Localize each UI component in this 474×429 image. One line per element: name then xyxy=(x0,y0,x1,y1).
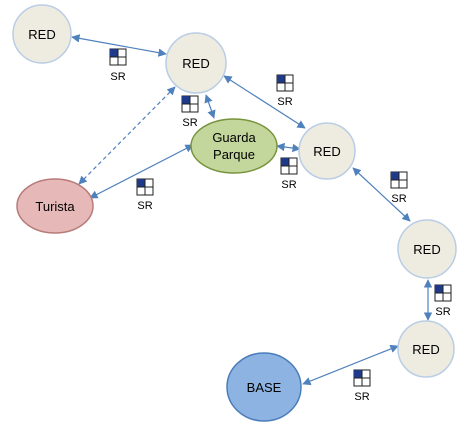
guarda-parque-label-line2: Parque xyxy=(213,147,255,162)
red-node-3[interactable]: RED xyxy=(298,122,356,180)
red-node-4[interactable]: RED xyxy=(397,219,457,279)
sr-icon-7: SR xyxy=(434,284,452,318)
edge-turista-guarda xyxy=(89,144,194,199)
red-node-5-label: RED xyxy=(412,342,439,357)
edge-red2-red3 xyxy=(223,75,306,129)
red-node-2-shape xyxy=(165,32,227,94)
base-label: BASE xyxy=(247,380,282,395)
edge-red2-guarda xyxy=(204,94,216,119)
red-node-2[interactable]: RED xyxy=(165,32,227,94)
sr-label-4: SR xyxy=(281,179,296,191)
edges xyxy=(71,34,433,386)
turista-label: Turista xyxy=(35,199,75,214)
turista-node[interactable]: Turista xyxy=(16,178,94,234)
red-node-1-shape xyxy=(12,4,72,64)
sr-label-5: SR xyxy=(137,200,152,212)
sr-label-3: SR xyxy=(182,117,197,129)
guarda-parque-shape xyxy=(190,118,278,174)
guarda-parque-label-line1: Guarda xyxy=(212,130,256,145)
sr-label-1: SR xyxy=(110,71,125,83)
edge-guarda-red3 xyxy=(276,142,301,153)
sr-label-6: SR xyxy=(391,193,406,205)
sr-label-8: SR xyxy=(354,391,369,403)
red-node-5-shape xyxy=(397,320,455,378)
sr-label-7: SR xyxy=(435,306,450,318)
guarda-parque-node[interactable]: Guarda Parque xyxy=(190,118,278,174)
sr-icon-3: SR xyxy=(181,95,199,129)
edge-red5-base xyxy=(302,344,399,386)
red-node-3-shape xyxy=(298,122,356,180)
base-node[interactable]: BASE xyxy=(226,352,302,422)
sr-icon-1: SR xyxy=(109,48,127,83)
turista-shape xyxy=(16,178,94,234)
edge-red3-red4 xyxy=(352,167,411,222)
sr-icon-5: SR xyxy=(136,178,154,212)
red-node-1[interactable]: RED xyxy=(12,4,72,64)
sr-icon-6: SR xyxy=(390,171,408,205)
red-node-4-label: RED xyxy=(413,242,440,257)
edge-red2-turista-dashed xyxy=(78,86,176,185)
red-node-4-shape xyxy=(397,219,457,279)
sr-label-2: SR xyxy=(277,96,292,108)
red-node-3-label: RED xyxy=(313,144,340,159)
edge-red1-red2 xyxy=(71,34,167,57)
red-node-1-label: RED xyxy=(28,27,55,42)
red-node-2-label: RED xyxy=(182,56,209,71)
sr-icon-8: SR xyxy=(353,369,371,403)
base-shape xyxy=(226,352,302,422)
sr-icon-2: SR xyxy=(276,74,294,108)
sr-icon-4: SR xyxy=(280,157,298,191)
red-node-5[interactable]: RED xyxy=(397,320,455,378)
